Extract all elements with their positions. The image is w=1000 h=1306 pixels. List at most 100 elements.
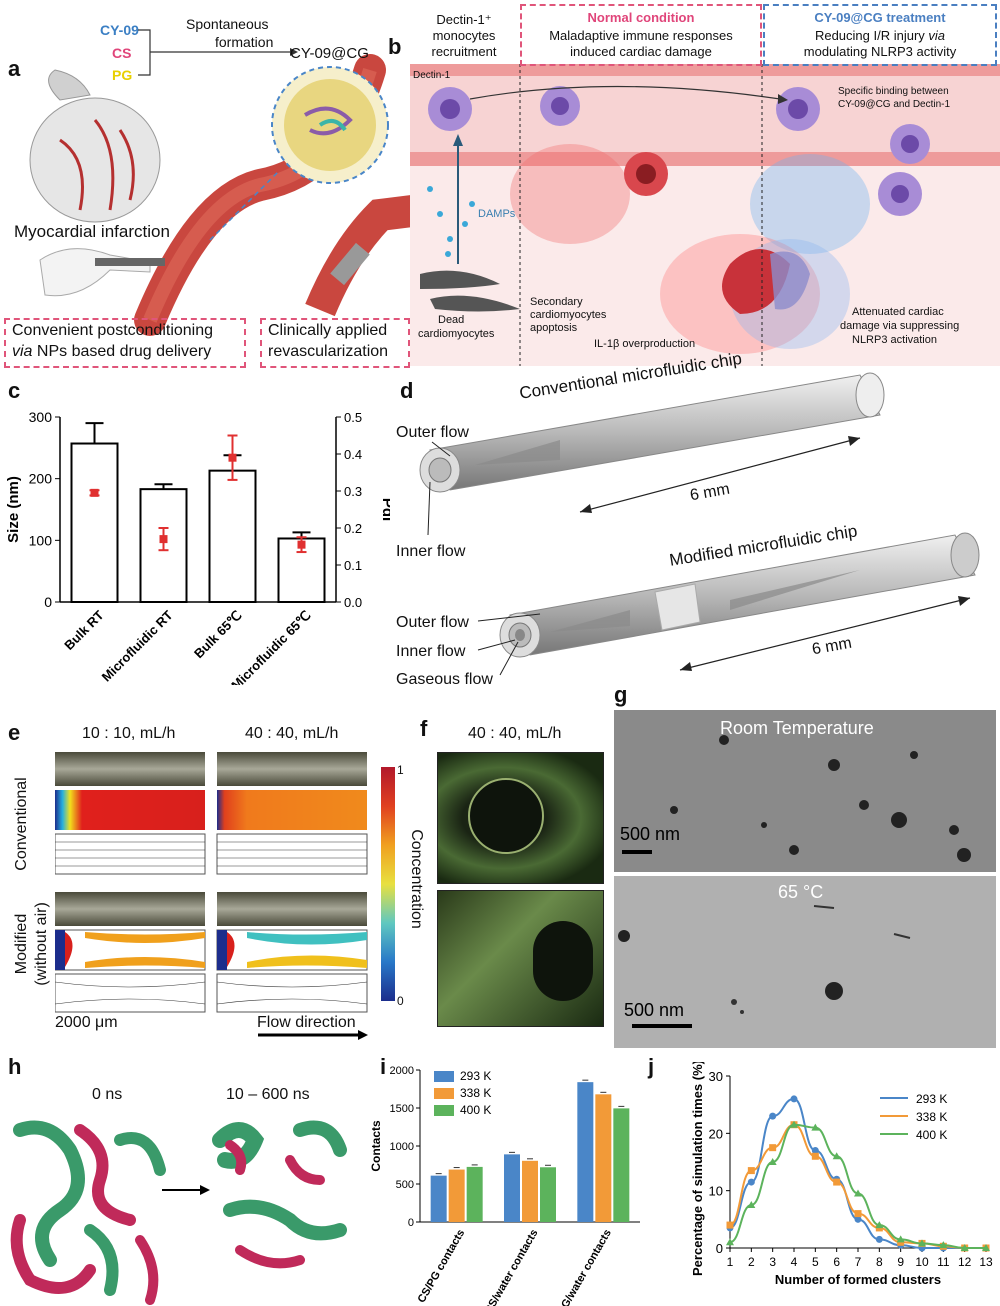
j-xtick-label: 11 xyxy=(937,1255,950,1269)
j-point xyxy=(790,1120,798,1128)
g-scale-top: 500 nm xyxy=(620,824,681,844)
i-bar xyxy=(466,1166,483,1222)
i-bar xyxy=(448,1169,465,1222)
c-xtick-label: Microfluidic RT xyxy=(99,607,176,684)
c-pdi-point xyxy=(159,535,168,544)
e-colorbar xyxy=(381,767,395,1001)
panel-c-label: c xyxy=(8,378,21,403)
panel-b-scene xyxy=(410,64,1000,366)
i-bar xyxy=(522,1160,538,1222)
j-ytick-label: 0 xyxy=(716,1241,723,1256)
g-top-label: Room Temperature xyxy=(720,718,874,738)
g-scale-bottom: 500 nm xyxy=(624,1000,685,1020)
component-pg: PG xyxy=(112,67,133,83)
b-col1-title-2: monocytes xyxy=(432,28,496,43)
i-ytick-label: 0 xyxy=(408,1217,414,1229)
j-point xyxy=(875,1221,884,1229)
j-xtick-label: 8 xyxy=(876,1255,883,1269)
b-atten-3: NLRP3 activation xyxy=(852,334,937,346)
i-legend-swatch xyxy=(434,1071,454,1082)
b-dectin-label: Dectin-1 xyxy=(413,70,451,81)
c-ylabel: Size (nm) xyxy=(5,476,22,543)
j-ytick-label: 10 xyxy=(709,1184,723,1199)
i-legend-swatch xyxy=(434,1088,454,1099)
d-inner-flow: Inner flow xyxy=(396,543,466,560)
e-row-modified: Modified xyxy=(13,913,30,975)
g-tem-top xyxy=(614,710,996,872)
c-ytick-right-label: 0.5 xyxy=(344,410,362,425)
c-ytick-label: 100 xyxy=(29,532,53,548)
j-xtick-label: 2 xyxy=(748,1255,755,1269)
e-flow: Flow direction xyxy=(257,1014,356,1031)
j-point xyxy=(854,1210,862,1218)
j-point xyxy=(875,1235,883,1243)
e-rate-1: 10 : 10, mL/h xyxy=(82,725,176,742)
panel-e-label: e xyxy=(8,720,21,745)
j-xtick-label: 10 xyxy=(915,1255,929,1269)
b-secondary-3: apoptosis xyxy=(530,322,578,334)
j-point xyxy=(747,1167,755,1175)
j-legend-label: 338 K xyxy=(916,1110,947,1124)
i-bar xyxy=(613,1108,630,1222)
i-legend-swatch xyxy=(434,1105,454,1116)
c-ytick-right-label: 0.4 xyxy=(344,447,362,462)
b-specific-1: Specific binding between xyxy=(838,86,949,97)
b-treatment-box: CY-09@CG treatment Reducing I/R injury v… xyxy=(763,4,997,66)
b-dead-1: Dead xyxy=(438,314,465,326)
i-bar xyxy=(595,1094,612,1222)
i-ylabel: Contacts xyxy=(369,1120,383,1172)
component-cy09: CY-09 xyxy=(100,22,139,38)
i-legend-label: 338 K xyxy=(460,1086,491,1100)
e-scale: 2000 μm xyxy=(55,1014,118,1031)
i-legend-label: 400 K xyxy=(460,1103,491,1117)
j-point xyxy=(960,1244,969,1251)
j-legend-label: 293 K xyxy=(916,1092,947,1106)
c-bar xyxy=(70,442,119,604)
h-molecules-initial xyxy=(10,1120,166,1305)
e-cbar-label: Concentration xyxy=(408,829,425,929)
d-outer-flow: Outer flow xyxy=(396,424,469,441)
arrow-label-1: Spontaneous xyxy=(186,16,269,32)
c-pdi-point xyxy=(228,453,237,462)
b-dead-2: cardiomyocytes xyxy=(418,328,495,340)
d-inner-flow-2: Inner flow xyxy=(396,643,466,660)
panel-h-label: h xyxy=(8,1054,22,1079)
j-series-line xyxy=(729,1123,986,1249)
h-t1: 10 – 600 ns xyxy=(226,1086,310,1103)
b-specific-2: CY-09@CG and Dectin-1 xyxy=(838,99,951,110)
i-bar xyxy=(504,1154,520,1222)
panel-j-label: j xyxy=(648,1054,655,1079)
c-bar xyxy=(208,469,257,604)
j-point xyxy=(811,1123,820,1131)
j-series-line xyxy=(729,1097,986,1249)
c-ytick-right-label: 0.1 xyxy=(344,558,362,573)
panel-f-label: f xyxy=(420,716,428,741)
j-xtick-label: 1 xyxy=(727,1255,734,1269)
product-label: CY-09@CG xyxy=(290,45,369,62)
d-gaseous-flow: Gaseous flow xyxy=(396,671,493,688)
panel-a-graphic xyxy=(29,29,420,336)
arrow-label-2: formation xyxy=(215,34,274,50)
panel-b-label: b xyxy=(388,34,402,59)
i-xtick-label: PG/water contacts xyxy=(556,1228,614,1306)
j-ytick-label: 20 xyxy=(709,1126,723,1141)
c-xtick-label: Bulk RT xyxy=(61,607,106,652)
panel-d-graphic xyxy=(419,372,980,676)
j-point xyxy=(833,1178,841,1186)
i-ytick-label: 1500 xyxy=(390,1103,414,1115)
c-ylabel-right: PdI xyxy=(379,498,390,521)
j-point xyxy=(726,1221,734,1229)
j-point xyxy=(747,1201,756,1208)
j-xtick-label: 6 xyxy=(833,1255,840,1269)
panel-g-label: g xyxy=(614,682,628,707)
i-bar xyxy=(577,1082,594,1222)
b-col3-sub1: Reducing I/R injury via xyxy=(814,28,946,43)
b-normal-box: Normal condition Maladaptive immune resp… xyxy=(520,4,762,66)
h-molecules-clustered xyxy=(212,1120,347,1269)
j-point xyxy=(939,1241,948,1249)
j-point xyxy=(854,1215,862,1223)
box-postconditioning: Convenient postconditioning via NPs base… xyxy=(4,318,246,368)
panel-b-graphic xyxy=(410,64,1000,366)
box1-line1: Convenient postconditioning xyxy=(12,322,214,339)
